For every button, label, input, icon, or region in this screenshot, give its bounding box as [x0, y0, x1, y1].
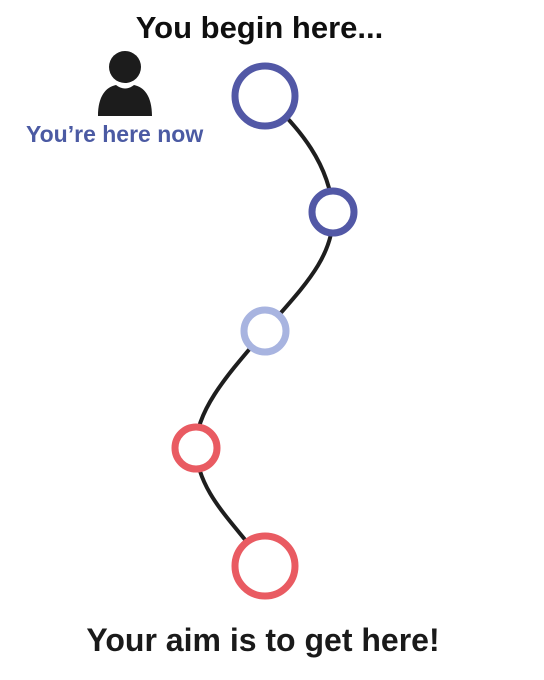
stop-1-circle — [231, 62, 299, 130]
stop-4-circle — [171, 423, 221, 473]
stop-2-circle — [308, 187, 358, 237]
goal-title: Your aim is to get here! — [86, 622, 440, 658]
stop-3-circle — [240, 306, 290, 356]
start-title: You begin here... — [135, 10, 384, 45]
person-icon — [98, 51, 152, 116]
current-position-label: You’re here now — [26, 121, 204, 147]
stop-5-circle — [231, 532, 299, 600]
